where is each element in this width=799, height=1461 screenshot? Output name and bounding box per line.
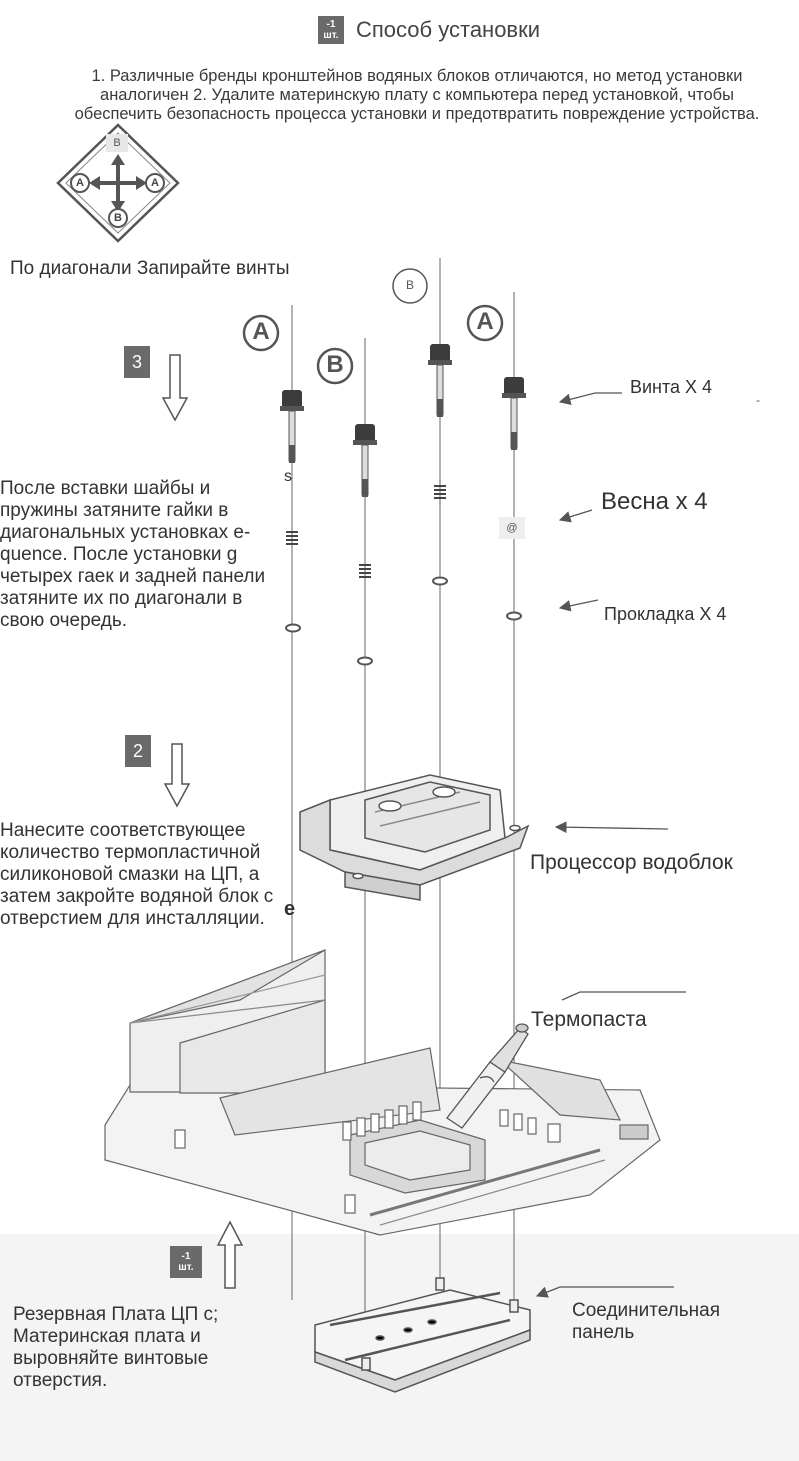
screw-letter-1: A [252,318,270,345]
springs [286,485,446,578]
bottom-step-text: Резервная Плата ЦП с; Материнская плата … [13,1304,219,1391]
thermal-paste-label: Термопаста [531,1008,647,1031]
screw-letter-2: B [326,351,344,378]
stray-mark-dash: - [756,393,760,407]
thermal-paste-syringe [446,1023,529,1129]
leader-arrows [535,392,686,1298]
waterblock-label: Процессор водоблок [530,851,733,874]
backplate [314,1277,531,1393]
motherboard [104,949,661,1236]
step-3-badge: 3 [124,346,150,378]
diagram-letter-left: A [76,177,84,189]
washers [285,576,522,666]
cpu-water-block [299,774,530,901]
step-3-text: После вставки шайбы и пружины затяните г… [0,478,266,631]
spring-tag: @ [499,517,525,539]
screws [280,344,526,497]
diagonal-note: По диагонали Запирайте винты [10,258,290,279]
tightening-order-diagram [56,123,180,243]
screw-letter-3: B [405,278,414,292]
quantity-badge: -1 шт. [318,16,344,44]
step-2-text: Нанесите соответствующее количество терм… [0,820,274,929]
spring-label: Весна x 4 [601,488,708,515]
diagram-letter-right: A [151,177,159,189]
washer-label: Прокладка X 4 [604,604,727,624]
diagram-letter-bottom: B [114,212,122,224]
page-title: Способ установки [356,17,541,42]
screw-letter-4: A [476,308,494,335]
screws-label: Винта X 4 [630,377,713,397]
bottom-quantity-badge: -1 шт. [170,1246,202,1278]
stray-mark-s: s [284,468,292,485]
step-arrows [161,354,244,1289]
backplate-label: Соединительная панель [572,1300,721,1343]
intro-text: 1. Различные бренды кронштейнов водяных … [74,67,760,123]
step-2-badge: 2 [125,735,151,767]
stray-mark-e: e [284,898,296,920]
screw-letter-circles [242,268,504,385]
diagram-letter-top: B [113,137,121,149]
